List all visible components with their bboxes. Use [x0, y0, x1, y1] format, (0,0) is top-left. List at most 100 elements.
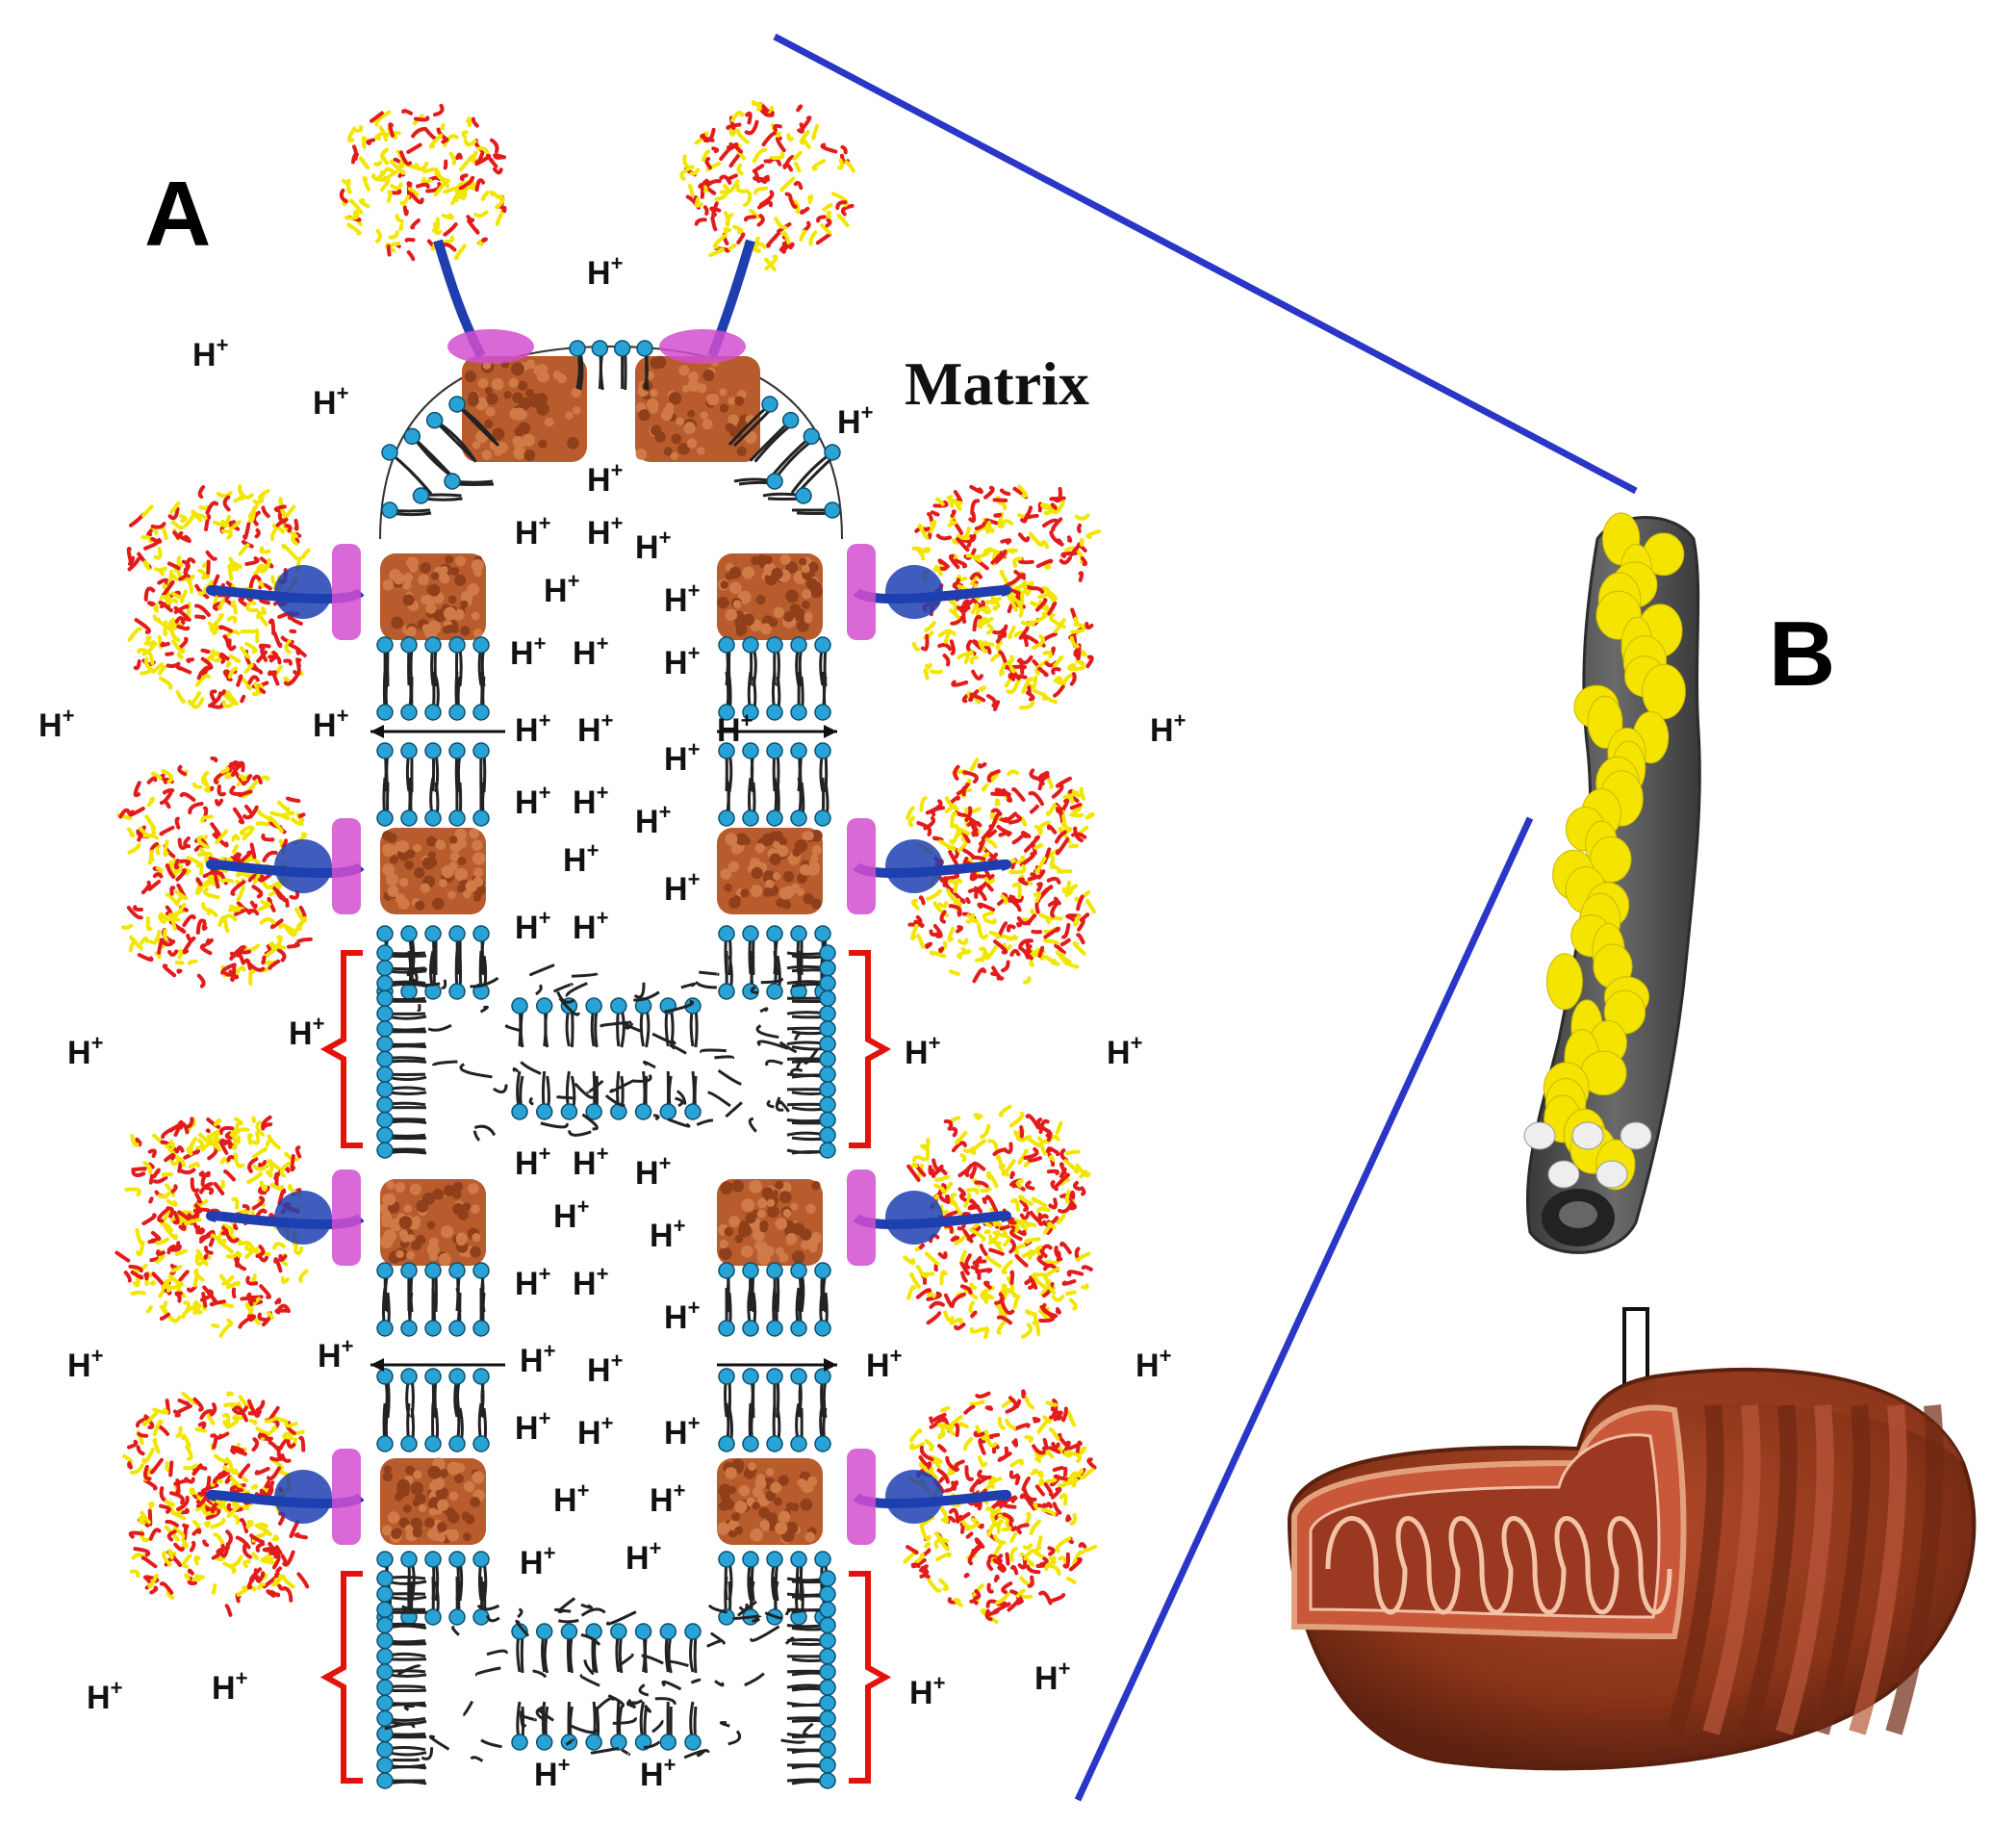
atp-synthase-subunit: [234, 1117, 244, 1126]
atp-synthase-subunit: [1052, 1502, 1062, 1515]
atp-synthase-subunit: [916, 1163, 925, 1180]
atp-synthase-subunit: [1017, 603, 1024, 618]
atp-synthase-subunit: [138, 1516, 148, 1523]
protein-band-texture: [677, 443, 690, 455]
atp-synthase-subunit: [985, 944, 998, 961]
atp-synthase-subunit: [222, 1561, 237, 1574]
atp-synthase-subunit: [272, 630, 283, 649]
lipid-head: [819, 1081, 836, 1098]
atp-synthase-subunit: [253, 1575, 260, 1582]
atp-synthase-subunit: [909, 1272, 921, 1289]
atp-synthase-subunit: [996, 1320, 1007, 1335]
atp-synthase-subunit: [293, 657, 301, 677]
atp-synthase-subunit: [789, 198, 798, 209]
atp-synthase-subunit: [1046, 803, 1057, 816]
protein-band-texture: [460, 600, 469, 608]
atp-synthase-subunit: [205, 501, 219, 515]
atp-synthase-subunit: [219, 1542, 230, 1558]
lipid-head: [472, 925, 490, 942]
atp-synthase-subunit: [348, 198, 364, 215]
atp-synthase-subunit: [1045, 1450, 1055, 1459]
protein-band-texture: [470, 1246, 481, 1258]
atp-synthase-subunit: [1085, 812, 1095, 820]
lipid-head: [718, 809, 735, 827]
atp-synthase-subunit: [127, 627, 142, 642]
atp-synthase-subunit: [169, 1159, 180, 1167]
atp-synthase-subunit: [269, 527, 278, 542]
atp-synthase-subunit: [181, 559, 191, 572]
atp-synthase-subunit: [406, 250, 416, 262]
protein-band-texture: [735, 624, 748, 635]
atp-synthase-subunit: [728, 153, 741, 168]
atp-synthase-subunit: [239, 825, 253, 836]
atp-synthase-subunit: [966, 534, 974, 548]
atp-synthase-subunit: [273, 504, 287, 513]
atp-synthase-subunit: [243, 662, 254, 674]
protein-band-texture: [389, 1218, 403, 1232]
atp-synthase-subunit: [155, 842, 162, 856]
atp-synthase-subunit: [214, 1137, 222, 1152]
atp-synthase-subunit: [1051, 1295, 1065, 1302]
protein-band-texture: [414, 867, 425, 879]
atp-synthase-subunit: [937, 629, 953, 638]
atp-synthase-subunit: [152, 1437, 161, 1454]
lipid-head: [684, 1734, 702, 1751]
atp-synthase-subunit: [986, 623, 994, 635]
atp-synthase-subunit: [973, 1589, 982, 1601]
atp-synthase-subunit: [432, 103, 445, 117]
atp-synthase-subunit: [1065, 880, 1074, 896]
atp-synthase-subunit: [133, 659, 141, 671]
protein-band-texture: [426, 584, 438, 596]
protein-band-texture: [421, 1192, 436, 1205]
lipid-tail: [748, 1117, 757, 1133]
protein-band-texture: [410, 1517, 422, 1530]
atp-synthase-subunit: [173, 605, 190, 620]
lipid-head: [824, 444, 841, 461]
atp-synthase-subunit: [1041, 518, 1059, 528]
atp-synthase-subunit: [254, 628, 260, 644]
atp-synthase-subunit: [1029, 960, 1034, 967]
lipid-tail: [694, 1008, 699, 1048]
proton-label: H+: [587, 458, 623, 499]
atp-synthase-subunit: [784, 192, 793, 202]
lipid-head: [376, 1035, 394, 1053]
atp-synthase-subunit: [1005, 576, 1021, 587]
protein-band-texture: [762, 870, 777, 884]
atp-synthase-subunit: [268, 941, 287, 950]
lipid-head: [819, 1663, 836, 1681]
atp-synthase-subunit: [493, 153, 504, 160]
atp-synthase-subunit: [1055, 776, 1072, 788]
atp-synthase-subunit: [252, 492, 266, 504]
atp-synthase-subunit: [726, 141, 733, 151]
lipid-tail: [694, 981, 717, 989]
atp-synthase-subunit: [977, 1469, 988, 1479]
atp-synthase-subunit: [985, 694, 997, 708]
atp-synthase-subunit: [910, 1162, 919, 1169]
atp-synthase-subunit: [255, 1400, 266, 1412]
protein-band-texture: [801, 564, 810, 574]
atp-synthase-subunit: [985, 1170, 992, 1178]
atp-synthase-subunit: [466, 215, 475, 222]
lipid-head: [766, 1320, 783, 1337]
atp-synthase-subunit: [1079, 537, 1085, 547]
atp-synthase-subunit: [1049, 861, 1063, 875]
protein-band-texture: [754, 842, 766, 854]
atp-synthase-subunit: [165, 1142, 175, 1150]
atp-synthase-subunit: [293, 1532, 308, 1540]
lipid-tail: [744, 1672, 765, 1687]
lipid-tail: [569, 1633, 574, 1674]
atp-synthase-subunit: [217, 1239, 234, 1254]
protein-band-texture: [716, 1522, 730, 1536]
atp-synthase-subunit: [257, 1571, 266, 1583]
atp-synthase-gamma: [885, 1191, 943, 1245]
atp-synthase-subunit: [1028, 790, 1044, 807]
proton-label: H+: [520, 1339, 555, 1379]
protein-band-texture: [781, 899, 792, 910]
atp-synthase-subunit: [811, 159, 827, 171]
atp-synthase-subunit: [128, 807, 145, 817]
atp-synthase-subunit: [1081, 1283, 1089, 1290]
atp-synthase-subunit: [963, 1573, 970, 1579]
atp-synthase-subunit: [129, 1463, 145, 1475]
atp-synthase-subunit: [727, 243, 737, 251]
atp-synthase-subunit: [969, 1198, 983, 1214]
